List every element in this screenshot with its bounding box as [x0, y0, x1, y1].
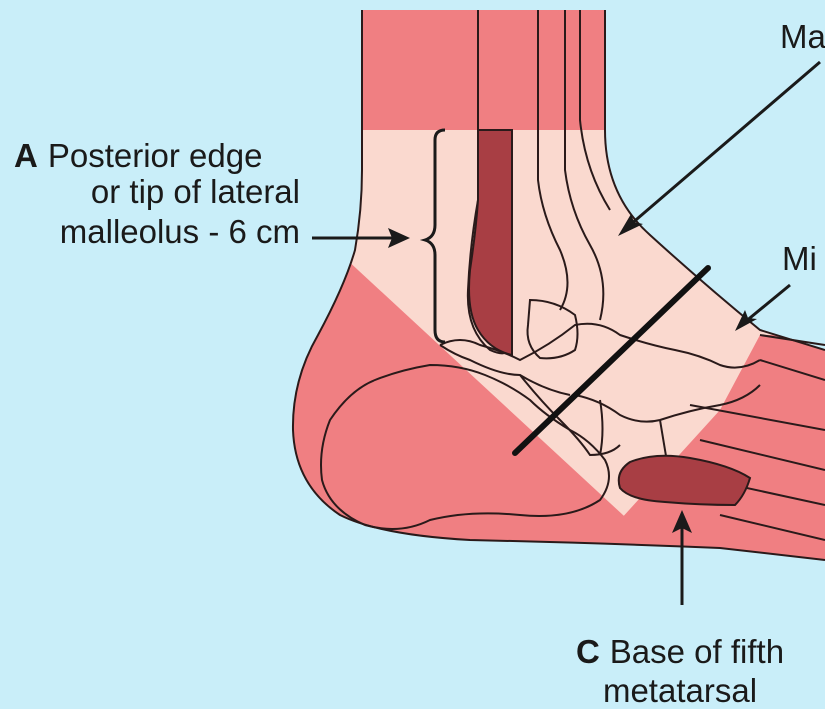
svg-text:CBase of fifth: C Base of fifth: [576, 633, 784, 670]
label-c: C Base of fifth metatarsal: [576, 633, 784, 709]
label-a-letter: A: [14, 137, 38, 174]
label-c-line1: Base of fifth: [610, 633, 784, 670]
label-a-line1: Posterior edge: [48, 137, 263, 174]
label-a: A Posterior edge or tip of lateral malleo…: [14, 137, 300, 250]
label-top-right-cut: Ma: [780, 18, 825, 55]
label-a-line3: malleolus - 6 cm: [60, 213, 300, 250]
svg-text:APosterior edge: A Posterior edge: [14, 137, 262, 174]
label-c-letter: C: [576, 633, 600, 670]
label-c-line2: metatarsal: [603, 672, 757, 709]
label-a-line2: or tip of lateral: [91, 173, 300, 210]
label-mid-right-cut: Mi: [782, 240, 817, 277]
